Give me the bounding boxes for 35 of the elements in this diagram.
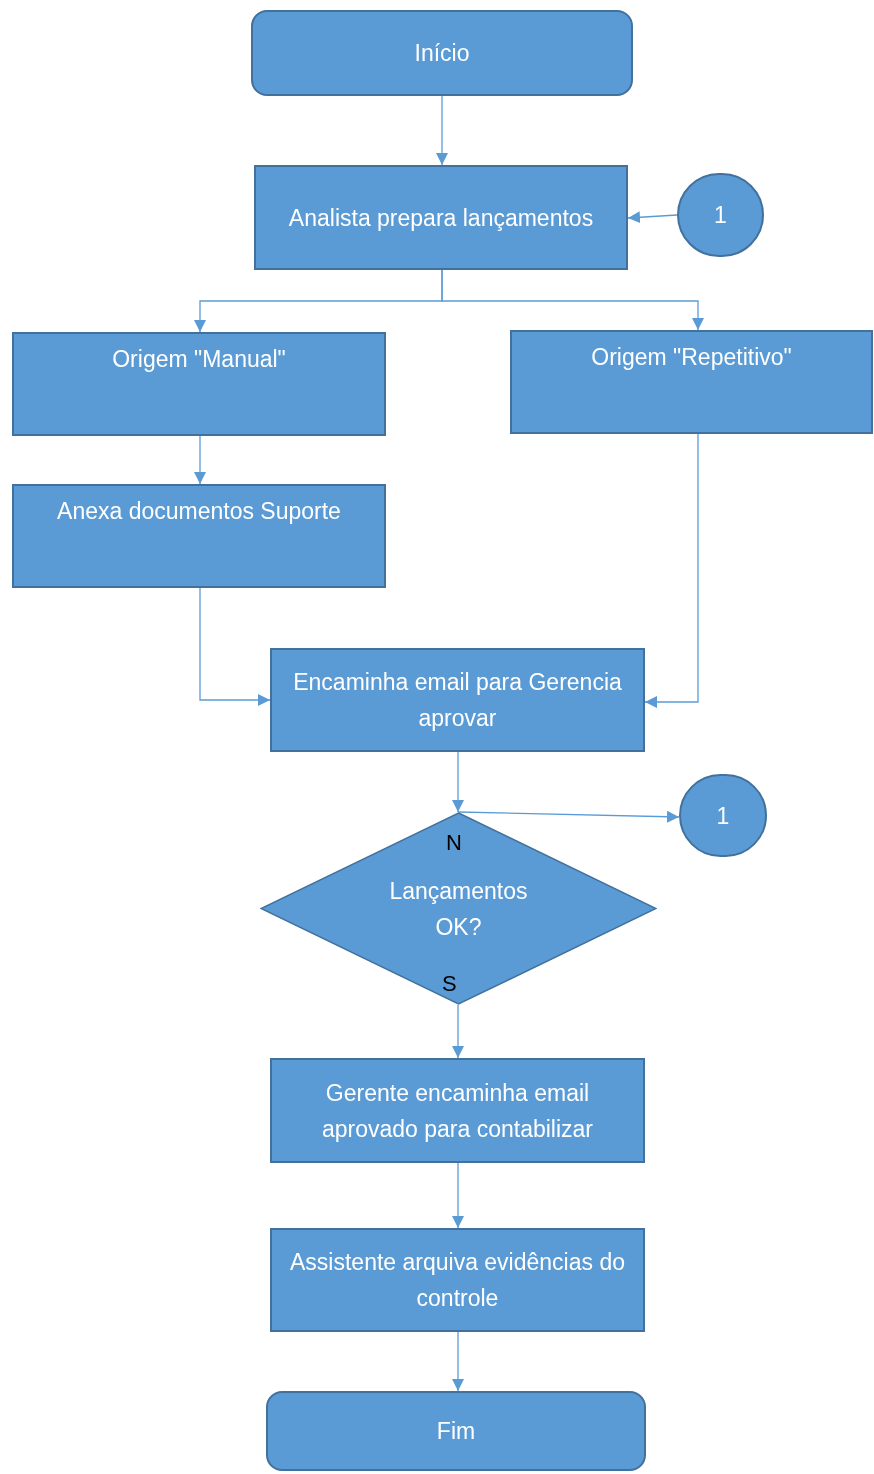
arrow	[452, 751, 464, 813]
node-text: Analista prepara lançamentos	[288, 203, 594, 233]
arrow	[452, 1162, 464, 1229]
node-text: Gerente encaminha email aprovado para contabilizar	[320, 1078, 595, 1144]
node-text: Origem "Manual"	[112, 345, 286, 374]
node-text: Lançamentos OK?	[388, 876, 529, 942]
process-box	[270, 1228, 645, 1332]
arrow	[194, 435, 206, 485]
node-text: Origem "Repetitivo"	[591, 343, 792, 372]
node-text: Anexa documentos Suporte	[57, 497, 341, 526]
arrow	[452, 1004, 464, 1059]
process-box	[12, 332, 386, 436]
arrow	[436, 95, 448, 166]
process-box	[270, 648, 645, 752]
arrow	[644, 433, 699, 708]
arrow	[199, 587, 271, 706]
arrow	[457, 810, 680, 823]
decision-diamond	[260, 812, 657, 1005]
node-text: Fim	[436, 1417, 476, 1446]
process-box	[270, 1058, 645, 1163]
node-text: Encaminha email para Gerencia aprovar	[292, 668, 623, 733]
node-text: 1	[716, 801, 730, 831]
process-box	[510, 330, 873, 434]
node-text: Início	[414, 39, 470, 68]
branch-label: N	[446, 830, 462, 856]
process-box	[12, 484, 386, 588]
arrow	[441, 269, 704, 331]
terminal-box	[266, 1391, 646, 1471]
node-text: Assistente arquiva evidências do controle	[289, 1248, 626, 1313]
arrow	[627, 211, 678, 224]
arrow	[452, 1331, 464, 1392]
branch-label: S	[442, 971, 457, 997]
terminal-box	[251, 10, 633, 96]
process-box	[254, 165, 628, 270]
node-text: 1	[714, 201, 727, 230]
